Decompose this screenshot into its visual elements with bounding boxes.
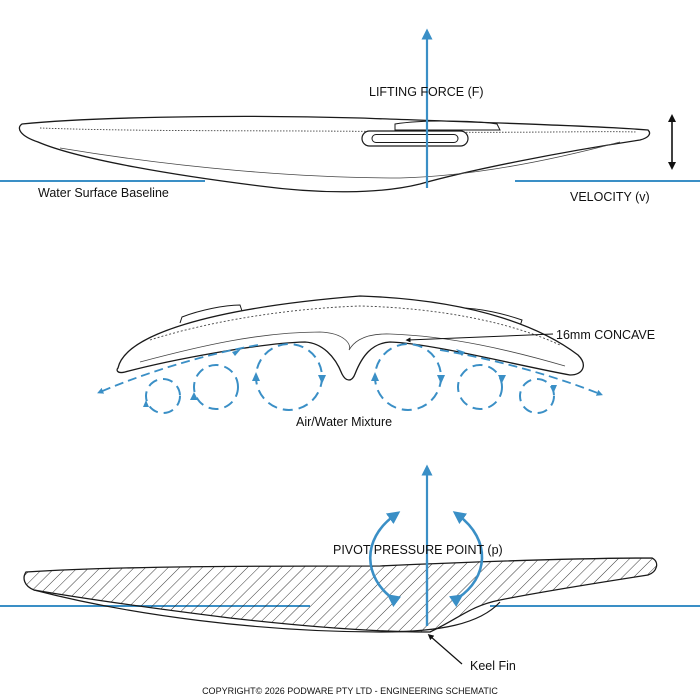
board-side-profile <box>18 115 651 193</box>
vortex-5 <box>457 364 503 410</box>
cross-section: 16mm CONCAVE Air/Water Mixture <box>97 295 655 429</box>
pivot-section: PIVOT PRESSURE POINT (p) Keel Fin <box>0 464 700 673</box>
board-cross-section <box>116 295 584 381</box>
vortex-arrowheads <box>143 349 557 407</box>
vortex-6 <box>519 378 555 414</box>
lifting-force-label: LIFTING FORCE (F) <box>369 85 484 99</box>
board-bottom-hull <box>33 589 501 633</box>
flow-line-left <box>97 344 259 394</box>
handle-outer <box>361 130 469 147</box>
vortex-1 <box>145 378 181 414</box>
vortex-4 <box>374 343 442 411</box>
rotation-arrow-left <box>369 511 402 608</box>
footer-copyright: COPYRIGHT© 2026 PODWARE PTY LTD - ENGINE… <box>202 686 498 696</box>
air-water-label: Air/Water Mixture <box>296 415 392 429</box>
deck-pad-profile <box>394 120 501 131</box>
vortex-3 <box>255 343 323 411</box>
vortex-2 <box>193 364 239 410</box>
rotation-arrow-right <box>448 511 484 608</box>
concave-leader <box>405 333 554 343</box>
velocity-label: VELOCITY (v) <box>570 190 650 204</box>
concave-label: 16mm CONCAVE <box>556 328 655 342</box>
concave-line <box>139 331 566 367</box>
deck-curve <box>149 305 561 346</box>
pivot-label: PIVOT PRESSURE POINT (p) <box>333 543 503 557</box>
water-surface-label: Water Surface Baseline <box>38 186 169 200</box>
keel-fin-leader <box>427 634 463 665</box>
board-hatched-profile <box>23 557 658 633</box>
handle-inner <box>371 134 459 143</box>
deck-pad-left <box>179 304 243 324</box>
keel-fin-label: Keel Fin <box>470 659 516 673</box>
side-view-section: LIFTING FORCE (F) Water Surface Baseline… <box>0 28 700 204</box>
board-bottom-line <box>59 141 621 179</box>
